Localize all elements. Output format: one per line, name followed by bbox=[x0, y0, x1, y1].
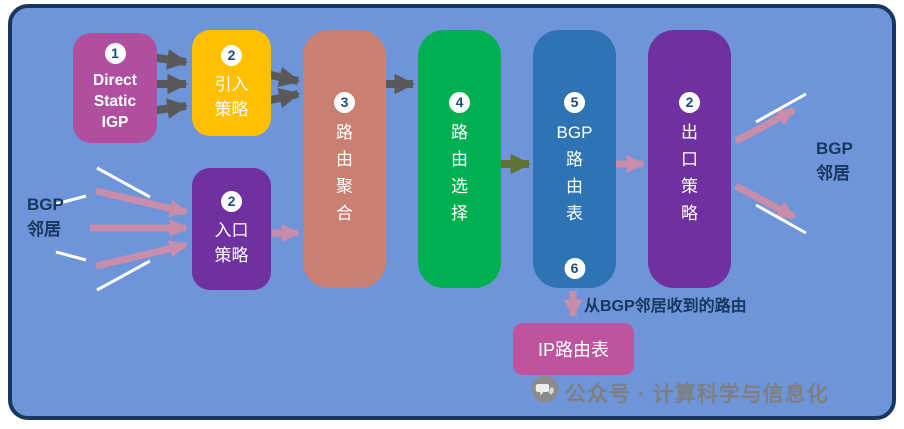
import-policy-box: 2 引入策略 bbox=[192, 30, 271, 136]
export-policy-label: 出口策略 bbox=[681, 122, 698, 223]
step-1-badge: 1 bbox=[104, 43, 126, 64]
watermark-label: 公众号 · 计算科学与信息化 bbox=[565, 383, 829, 406]
route-aggregation-label: 路由聚合 bbox=[336, 122, 353, 223]
export-policy-box: 2 出口策略 bbox=[648, 30, 731, 288]
received-routes-label: 从BGP邻居收到的路由 bbox=[584, 298, 747, 315]
step-2-badge-import: 2 bbox=[221, 44, 242, 66]
ingress-policy-label: 入口策略 bbox=[214, 220, 249, 265]
route-selection-label: 路由选择 bbox=[451, 122, 468, 223]
ingress-policy-box: 2 入口策略 bbox=[192, 168, 271, 290]
speech-bubbles-icon bbox=[531, 375, 559, 403]
step-3-badge: 3 bbox=[334, 91, 355, 113]
step-2-badge-export: 2 bbox=[679, 91, 700, 113]
route-aggregation-box: 3 路由聚合 bbox=[303, 30, 386, 288]
ip-route-table-box: IP路由表 bbox=[513, 323, 634, 375]
step-2-badge-ingress: 2 bbox=[221, 190, 242, 212]
step-5-badge: 5 bbox=[564, 91, 585, 113]
route-selection-box: 4 路由选择 bbox=[418, 30, 501, 288]
step-4-badge: 4 bbox=[449, 91, 470, 113]
step-6-badge: 6 bbox=[564, 258, 585, 279]
ip-route-table-label: IP路由表 bbox=[537, 340, 609, 360]
import-policy-label: 引入策略 bbox=[214, 74, 249, 119]
